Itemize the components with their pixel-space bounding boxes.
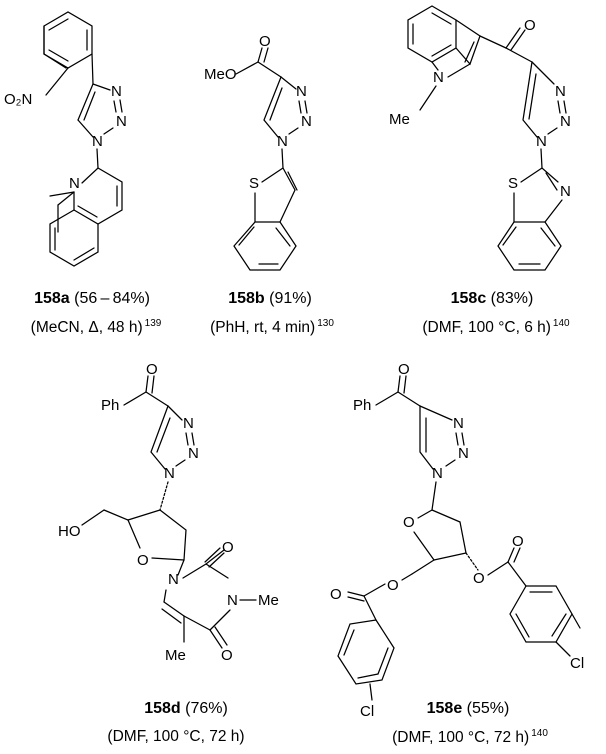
structure-158b: MeO O N N N S	[204, 33, 312, 271]
carbonyl-oxygen: O	[398, 361, 410, 378]
caption-158c: 158c (83%)	[451, 290, 534, 308]
caption-158e: 158e (55%)	[427, 700, 510, 718]
atom-n: N	[92, 133, 103, 150]
chloro-label: Cl	[360, 703, 374, 720]
atom-n: N	[458, 445, 469, 462]
atom-n: N	[453, 415, 464, 432]
methyl-label: Me	[165, 647, 186, 664]
structure-158e: Ph O N N N O O O O	[330, 361, 584, 720]
structure-158c: N Me O N N N S N	[389, 5, 571, 271]
structure-158d: Ph O N N N O HO N O N Me	[58, 361, 279, 664]
carbonyl-oxygen: O	[512, 533, 524, 550]
atom-n: N	[432, 465, 443, 482]
carbonyl-oxygen: O	[221, 647, 233, 664]
methyl-label: Me	[258, 592, 279, 609]
atom-n: N	[433, 69, 444, 86]
caption-158b: 158b (91%)	[228, 290, 312, 308]
compound-id: 158c	[450, 290, 487, 307]
atom-s: S	[249, 175, 259, 192]
carbonyl-oxygen: O	[330, 586, 342, 603]
atom-n: N	[227, 592, 238, 609]
conditions-158a: (MeCN, Δ, 48 h)139	[31, 318, 162, 337]
conditions-158d: (DMF, 100 °C, 72 h)	[107, 728, 244, 746]
methoxy-label: MeO	[204, 66, 237, 83]
hydroxyl-label: HO	[58, 523, 81, 540]
reference-number: 130	[317, 318, 334, 329]
atom-n: N	[164, 465, 175, 482]
structure-158a: O₂N N N N N	[4, 11, 127, 267]
carbonyl-oxygen: O	[524, 17, 536, 34]
compound-id: 158e	[426, 700, 463, 717]
reaction-conditions: (DMF, 100 °C, 6 h)	[422, 319, 551, 336]
atom-n: N	[183, 415, 194, 432]
conditions-158b: (PhH, rt, 4 min)130	[210, 318, 334, 337]
reference-number: 139	[144, 318, 162, 329]
carbonyl-oxygen: O	[222, 539, 234, 556]
compound-yield: (76%)	[185, 700, 228, 717]
atom-n: N	[168, 571, 179, 588]
caption-158d: 158d (76%)	[144, 700, 228, 718]
chloro-label: Cl	[570, 655, 584, 672]
reaction-conditions: (DMF, 100 °C, 72 h)	[392, 729, 530, 746]
phenyl-label: Ph	[101, 397, 119, 414]
atom-n: N	[560, 183, 571, 200]
methyl-label: Me	[389, 111, 410, 128]
conditions-158e: (DMF, 100 °C, 72 h)140	[392, 728, 548, 747]
atom-s: S	[508, 175, 518, 192]
atom-n: N	[188, 445, 199, 462]
caption-158a: 158a (56 – 84%)	[34, 290, 150, 308]
atom-n: N	[560, 113, 571, 130]
compound-id: 158d	[144, 700, 181, 717]
atom-n: N	[555, 83, 566, 100]
ester-oxygen: O	[387, 577, 399, 594]
reference-number: 140	[531, 728, 548, 739]
atom-n: N	[536, 133, 547, 150]
ester-oxygen: O	[473, 570, 485, 587]
carbonyl-oxygen: O	[259, 33, 271, 50]
atom-n: N	[301, 113, 312, 130]
atom-n: N	[111, 83, 122, 100]
carbonyl-oxygen: O	[146, 361, 158, 378]
conditions-158c: (DMF, 100 °C, 6 h)140	[422, 318, 569, 337]
ring-oxygen: O	[403, 514, 415, 531]
compound-yield: (91%)	[269, 290, 312, 307]
compound-id: 158a	[34, 290, 70, 307]
phenyl-label: Ph	[353, 397, 371, 414]
ring-oxygen: O	[137, 552, 149, 569]
nitro-label: O₂N	[4, 91, 32, 108]
compound-id: 158b	[228, 290, 265, 307]
compound-yield: (56 – 84%)	[74, 290, 150, 307]
compound-yield: (83%)	[490, 290, 534, 307]
atom-n: N	[116, 113, 127, 130]
reaction-conditions: (DMF, 100 °C, 72 h)	[107, 728, 245, 745]
atom-n: N	[277, 133, 288, 150]
compound-yield: (55%)	[466, 700, 510, 717]
atom-n: N	[296, 83, 307, 100]
reaction-conditions: (PhH, rt, 4 min)	[210, 319, 316, 336]
reaction-conditions: (MeCN, Δ, 48 h)	[30, 319, 143, 336]
atom-n: N	[69, 175, 80, 192]
reference-number: 140	[552, 318, 570, 329]
